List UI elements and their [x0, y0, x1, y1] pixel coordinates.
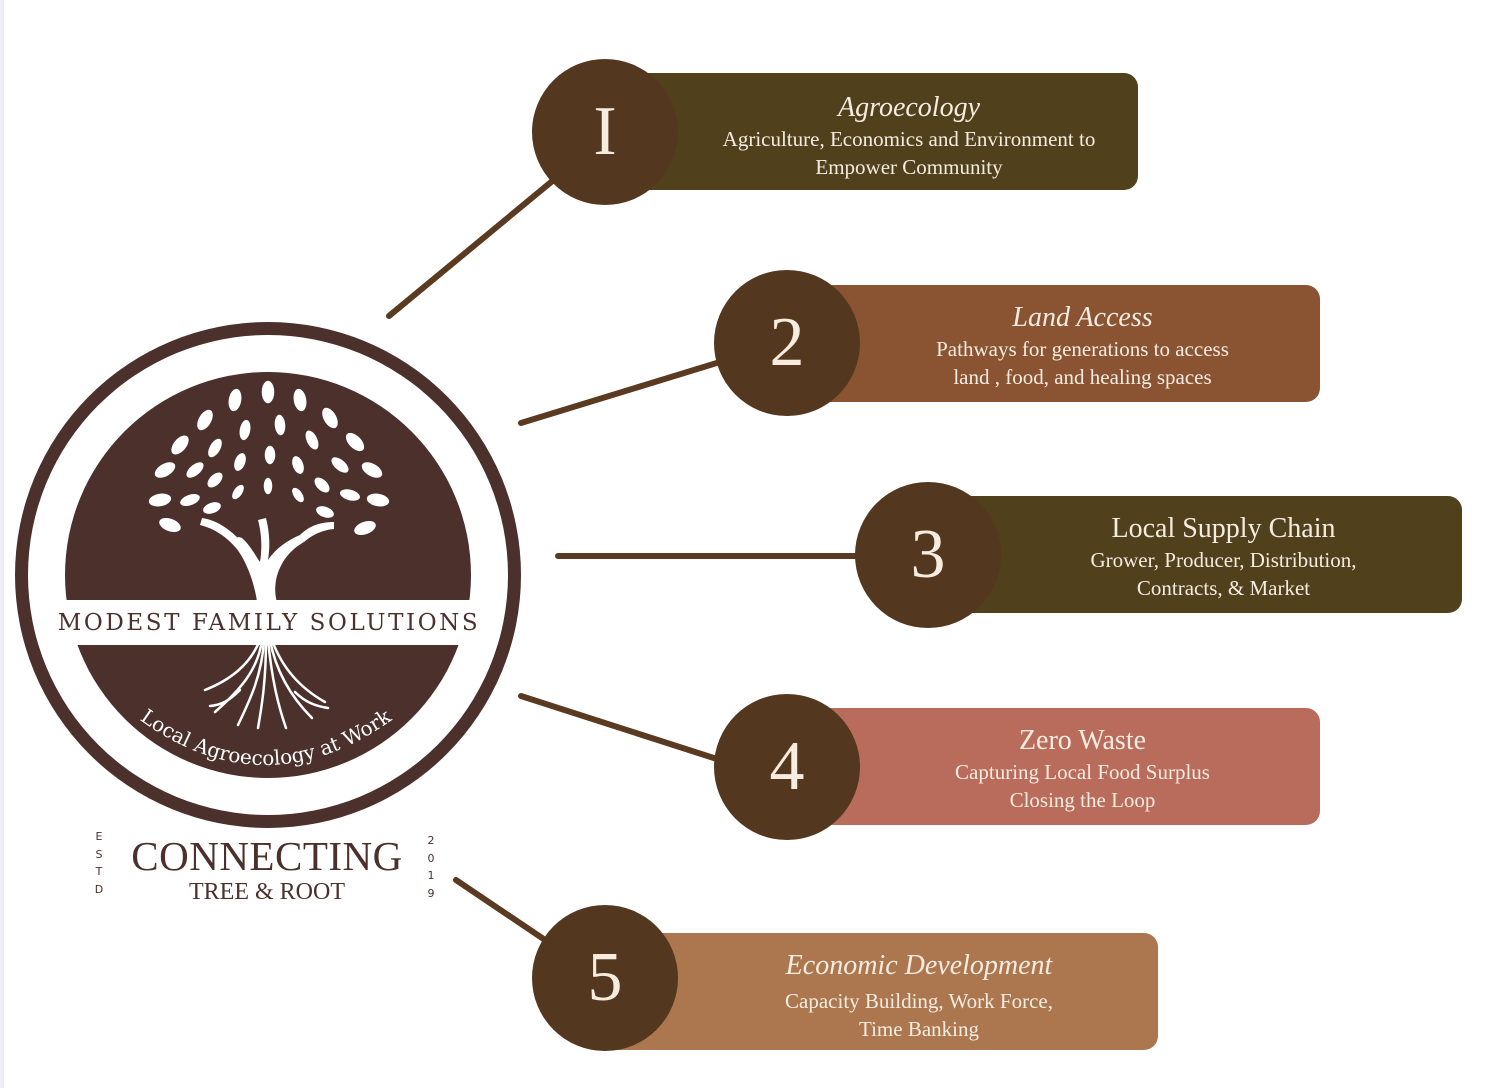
item-box-4: Zero Waste Capturing Local Food Surplus … — [790, 708, 1320, 825]
connector-line-1 — [386, 175, 559, 319]
item-number-circle-1: I — [532, 59, 678, 205]
item-title: Zero Waste — [1018, 725, 1147, 756]
year-digit: 9 — [427, 886, 435, 900]
item-title: Land Access — [1012, 302, 1153, 333]
logo-year-text: 2 0 1 9 — [424, 832, 438, 902]
connector-line-2 — [518, 359, 723, 426]
page-left-edge — [0, 0, 4, 1088]
item-box-5: Economic Development Capacity Building, … — [600, 933, 1158, 1050]
item-description-line-1: Agriculture, Economics and Environment t… — [722, 127, 1096, 151]
year-digit: 0 — [427, 851, 435, 865]
item-description-line-1: Grower, Producer, Distribution, — [1090, 548, 1357, 572]
item-description-line-1: Capacity Building, Work Force, — [785, 989, 1053, 1013]
estd-letter: E — [95, 830, 103, 843]
item-description-line-1: Capturing Local Food Surplus — [955, 760, 1210, 784]
item-description-line-2: land , food, and healing spaces — [953, 365, 1212, 389]
logo-tree-root-text: TREE & ROOT — [189, 879, 345, 905]
item-title: Local Supply Chain — [1111, 513, 1336, 544]
estd-letter: S — [95, 847, 103, 861]
item-number-circle-5: 5 — [532, 905, 678, 1051]
item-number-circle-4: 4 — [714, 694, 860, 840]
item-box-2: Land Access Pathways for generations to … — [790, 285, 1320, 402]
tree-icon — [200, 518, 334, 610]
item-title: Agroecology — [837, 92, 981, 123]
tree-roots-icon — [203, 638, 330, 730]
tree-leaves-icon — [147, 379, 391, 537]
estd-letter: T — [95, 865, 103, 878]
year-digit: 2 — [427, 834, 435, 847]
item-title: Economic Development — [785, 950, 1053, 981]
item-box-1: Agroecology Agriculture, Economics and E… — [600, 73, 1138, 190]
item-number-circle-3: 3 — [855, 482, 1001, 628]
connector-line-4 — [518, 693, 723, 763]
item-description-line-2: Time Banking — [859, 1017, 979, 1041]
item-description-line-2: Contracts, & Market — [1136, 576, 1311, 600]
year-digit: 1 — [427, 869, 435, 882]
item-description-line-1: Pathways for generations to access — [936, 337, 1229, 361]
estd-letter: D — [94, 882, 104, 896]
item-description-line-2: Empower Community — [815, 155, 1003, 179]
item-box-3: Local Supply Chain Grower, Producer, Dis… — [930, 496, 1462, 613]
logo-estd-text: E S T D — [92, 828, 106, 898]
logo-connecting-text: CONNECTING — [131, 833, 403, 879]
logo-band-text: MODEST FAMILY SOLUTIONS — [57, 610, 481, 636]
item-number-circle-2: 2 — [714, 270, 860, 416]
item-description-line-2: Closing the Loop — [1009, 788, 1156, 812]
connector-line-5 — [453, 877, 551, 945]
